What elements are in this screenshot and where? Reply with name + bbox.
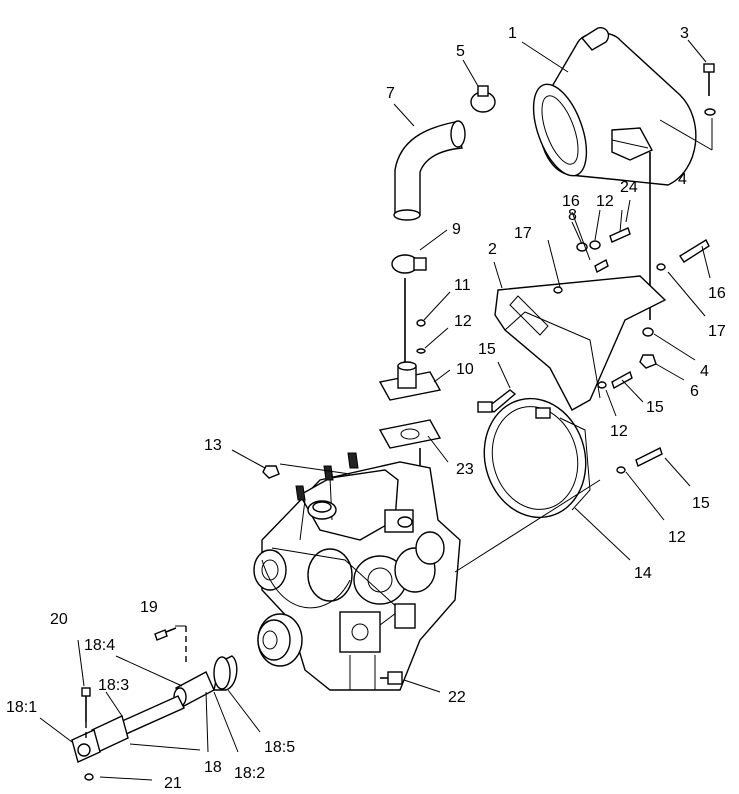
callout-6: 6 [690, 383, 699, 400]
callout-16b: 16 [708, 285, 726, 302]
engine-block [253, 452, 461, 691]
callout-19: 19 [140, 599, 158, 616]
callout-18-1: 18:1 [6, 699, 37, 716]
callout-18-4: 18:4 [84, 637, 115, 654]
bracket-2 [494, 275, 667, 411]
callout-23: 23 [456, 461, 474, 478]
screw-3 [703, 63, 716, 116]
nut-13 [262, 465, 280, 479]
screw-19 [154, 625, 187, 666]
callout-8: 8 [568, 207, 577, 224]
callout-18-2: 18:2 [234, 765, 265, 782]
washer-12 [416, 348, 426, 354]
clamp-9 [391, 254, 427, 362]
callout-14: 14 [634, 565, 652, 582]
callout-15b: 15 [646, 399, 664, 416]
callout-12a: 12 [596, 193, 614, 210]
callout-7: 7 [386, 85, 395, 102]
callout-2: 2 [488, 241, 497, 258]
drive-shaft-18 [71, 655, 238, 781]
callout-13: 13 [204, 437, 222, 454]
callout-15c: 15 [692, 495, 710, 512]
shroud-14 [477, 397, 591, 519]
leader-4a [659, 119, 713, 151]
callout-16a: 16 [562, 193, 580, 210]
callout-5: 5 [456, 43, 465, 60]
callout-labels: 1 2 3 4 4 5 6 7 8 9 10 11 12 12 12 12 13… [6, 25, 726, 792]
callout-17b: 17 [708, 323, 726, 340]
callout-1: 1 [508, 25, 517, 42]
callout-18-5: 18:5 [264, 739, 295, 756]
callout-15a: 15 [478, 341, 496, 358]
callout-20: 20 [50, 611, 68, 628]
callout-12b: 12 [454, 313, 472, 330]
callout-4a: 4 [678, 171, 687, 188]
fitting-22 [380, 671, 403, 685]
callout-12d: 12 [668, 529, 686, 546]
callout-18: 18 [204, 759, 222, 776]
callout-17a: 17 [514, 225, 532, 242]
callout-22: 22 [448, 689, 466, 706]
clamp-5 [470, 85, 496, 113]
leader-lines [39, 39, 711, 781]
callout-18-3: 18:3 [98, 677, 129, 694]
callout-21: 21 [164, 775, 182, 792]
callout-4b: 4 [700, 363, 709, 380]
callout-9: 9 [452, 221, 461, 238]
callout-11: 11 [454, 277, 471, 294]
nut-11 [416, 319, 426, 327]
callout-12c: 12 [610, 423, 628, 440]
screw-20 [81, 687, 91, 740]
flange-10 [378, 361, 442, 401]
callout-3: 3 [680, 25, 689, 42]
hardware-8-16-24 [486, 227, 710, 474]
exhaust-tube-7 [393, 120, 466, 221]
callout-10: 10 [456, 361, 474, 378]
callout-24: 24 [620, 179, 638, 196]
muffler [532, 27, 697, 320]
